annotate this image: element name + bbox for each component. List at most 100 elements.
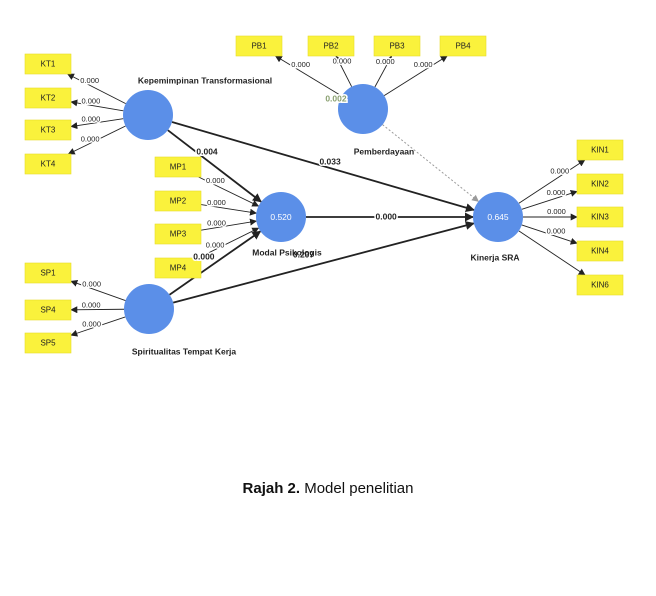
path-value-pb-kin: 0.002 xyxy=(325,94,347,104)
loading-arrow-kt1 xyxy=(66,73,126,105)
loading-arrow-sp1 xyxy=(70,280,126,302)
indicator-box-mp4 xyxy=(154,257,202,279)
loading-arrow-pb2 xyxy=(335,55,353,87)
indicator-box-pb1 xyxy=(235,35,283,57)
indicator-label-pb4: PB4 xyxy=(455,42,471,51)
loading-value-sp1: 0.000 xyxy=(82,280,101,289)
loading-arrow-mp1 xyxy=(198,176,260,207)
loading-arrow-sp4 xyxy=(70,306,125,314)
loading-value-kt4: 0.000 xyxy=(81,134,100,143)
indicator-box-kin2 xyxy=(576,173,624,195)
loading-arrow-kin2 xyxy=(521,190,578,210)
indicator-box-mp2 xyxy=(154,190,202,212)
indicator-label-pb3: PB3 xyxy=(389,42,405,51)
loading-value-sp4: 0.000 xyxy=(82,301,101,310)
indicator-label-kin4: KIN4 xyxy=(591,247,609,256)
indicator-label-kin1: KIN1 xyxy=(591,146,609,155)
loading-value-kt2: 0.000 xyxy=(82,96,101,105)
latent-node-mp xyxy=(256,192,306,242)
latent-label-kt: Kepemimpinan Transformasional xyxy=(138,75,272,85)
indicator-label-mp3: MP3 xyxy=(170,230,187,239)
indicator-box-sp1 xyxy=(24,262,72,284)
sem-path-diagram: 0.000 0.000 0.000 0.000 0.000 0.000 0.000 0.000… xyxy=(24,35,624,356)
indicator-label-kin6: KIN6 xyxy=(591,281,609,290)
caption-number: Rajah 2. xyxy=(242,480,301,497)
indicator-box-kin3 xyxy=(576,206,624,228)
latent-node-sp xyxy=(124,284,174,334)
loading-arrow-kt4 xyxy=(67,125,126,155)
loading-value-pb2: 0.000 xyxy=(333,57,352,66)
loading-value-mp4: 0.000 xyxy=(206,241,225,250)
loading-value-kin2: 0.000 xyxy=(547,188,566,197)
indicator-label-kin3: KIN3 xyxy=(591,213,609,222)
path-value-mp-kin: 0.000 xyxy=(376,211,398,221)
indicator-label-kt1: KT1 xyxy=(41,60,56,69)
loading-value-pb1: 0.000 xyxy=(291,60,310,69)
loading-value-kt1: 0.000 xyxy=(80,76,99,85)
path-arrow-sp-mp xyxy=(168,230,262,296)
indicator-box-kt1 xyxy=(24,53,72,75)
loading-value-sp5: 0.000 xyxy=(82,319,101,328)
loading-arrow-pb3 xyxy=(374,55,392,88)
indicator-box-pb3 xyxy=(373,35,421,57)
loading-arrow-kin4 xyxy=(521,224,578,245)
indicator-label-kt3: KT3 xyxy=(41,126,56,135)
indicator-label-mp2: MP2 xyxy=(170,197,187,206)
path-arrow-kt-kin xyxy=(171,121,475,213)
latent-label-pb: Pemberdayaan xyxy=(354,146,414,156)
loading-arrow-mp3 xyxy=(200,218,258,231)
latent-label-mp: Modal Psikologis xyxy=(252,247,322,257)
loading-value-kt3: 0.000 xyxy=(81,115,100,124)
indicator-label-kt4: KT4 xyxy=(41,160,56,169)
loading-arrow-pb4 xyxy=(383,55,448,97)
indicator-box-pb2 xyxy=(307,35,355,57)
latent-label-sp: Spiritualitas Tempat Kerja xyxy=(132,346,237,356)
path-value-kt-mp: 0.004 xyxy=(196,147,218,157)
loading-value-kin4: 0.000 xyxy=(547,226,566,235)
path-arrow-pb-kin xyxy=(382,124,480,202)
indicator-box-kin4 xyxy=(576,240,624,262)
indicator-label-mp4: MP4 xyxy=(170,264,187,273)
indicator-box-sp4 xyxy=(24,299,72,321)
loading-arrow-mp2 xyxy=(200,204,257,216)
indicator-label-kt2: KT2 xyxy=(41,94,56,103)
indicator-box-kin1 xyxy=(576,139,624,161)
path-value-sp-mp: 0.000 xyxy=(193,252,215,262)
latent-label-kin: Kinerja SRA xyxy=(470,252,519,262)
indicator-box-kt4 xyxy=(24,153,72,175)
indicator-box-kin6 xyxy=(576,274,624,296)
loading-value-kin1: 0.000 xyxy=(550,166,569,175)
loading-arrow-kt3 xyxy=(70,118,124,130)
path-value-kt-kin: 0.033 xyxy=(319,157,341,167)
loading-value-mp3: 0.000 xyxy=(207,219,226,228)
indicator-box-kt3 xyxy=(24,119,72,141)
indicator-label-mp1: MP1 xyxy=(170,163,187,172)
loading-arrow-kin1 xyxy=(518,159,586,204)
path-arrow-kt-mp xyxy=(167,129,262,203)
loading-value-pb4: 0.000 xyxy=(414,60,433,69)
loading-value-mp1: 0.000 xyxy=(206,176,225,185)
latent-node-kin xyxy=(473,192,523,242)
indicator-box-mp3 xyxy=(154,223,202,245)
indicator-label-sp4: SP4 xyxy=(40,306,56,315)
indicator-label-pb2: PB2 xyxy=(323,42,339,51)
loading-arrow-pb1 xyxy=(274,55,342,97)
latent-node-kt xyxy=(123,90,173,140)
latent-r2-kin: 0.645 xyxy=(487,212,509,222)
loading-arrow-mp4 xyxy=(197,227,260,259)
indicator-box-mp1 xyxy=(154,156,202,178)
indicator-label-pb1: PB1 xyxy=(251,42,267,51)
loading-value-kin3: 0.000 xyxy=(547,207,566,216)
path-value-sp-kin: 0.207 xyxy=(293,249,315,259)
loading-value-pb3: 0.000 xyxy=(376,57,395,66)
caption-text: Model penelitian xyxy=(300,480,414,497)
latent-r2-mp: 0.520 xyxy=(270,212,292,222)
path-arrow-sp-kin xyxy=(172,221,475,304)
loading-value-mp2: 0.000 xyxy=(207,198,226,207)
indicator-box-kt2 xyxy=(24,87,72,109)
indicator-label-sp5: SP5 xyxy=(40,339,56,348)
loading-arrow-sp5 xyxy=(70,316,126,337)
indicator-box-pb4 xyxy=(439,35,487,57)
indicator-label-sp1: SP1 xyxy=(40,269,56,278)
loading-arrow-kin6 xyxy=(518,230,586,276)
